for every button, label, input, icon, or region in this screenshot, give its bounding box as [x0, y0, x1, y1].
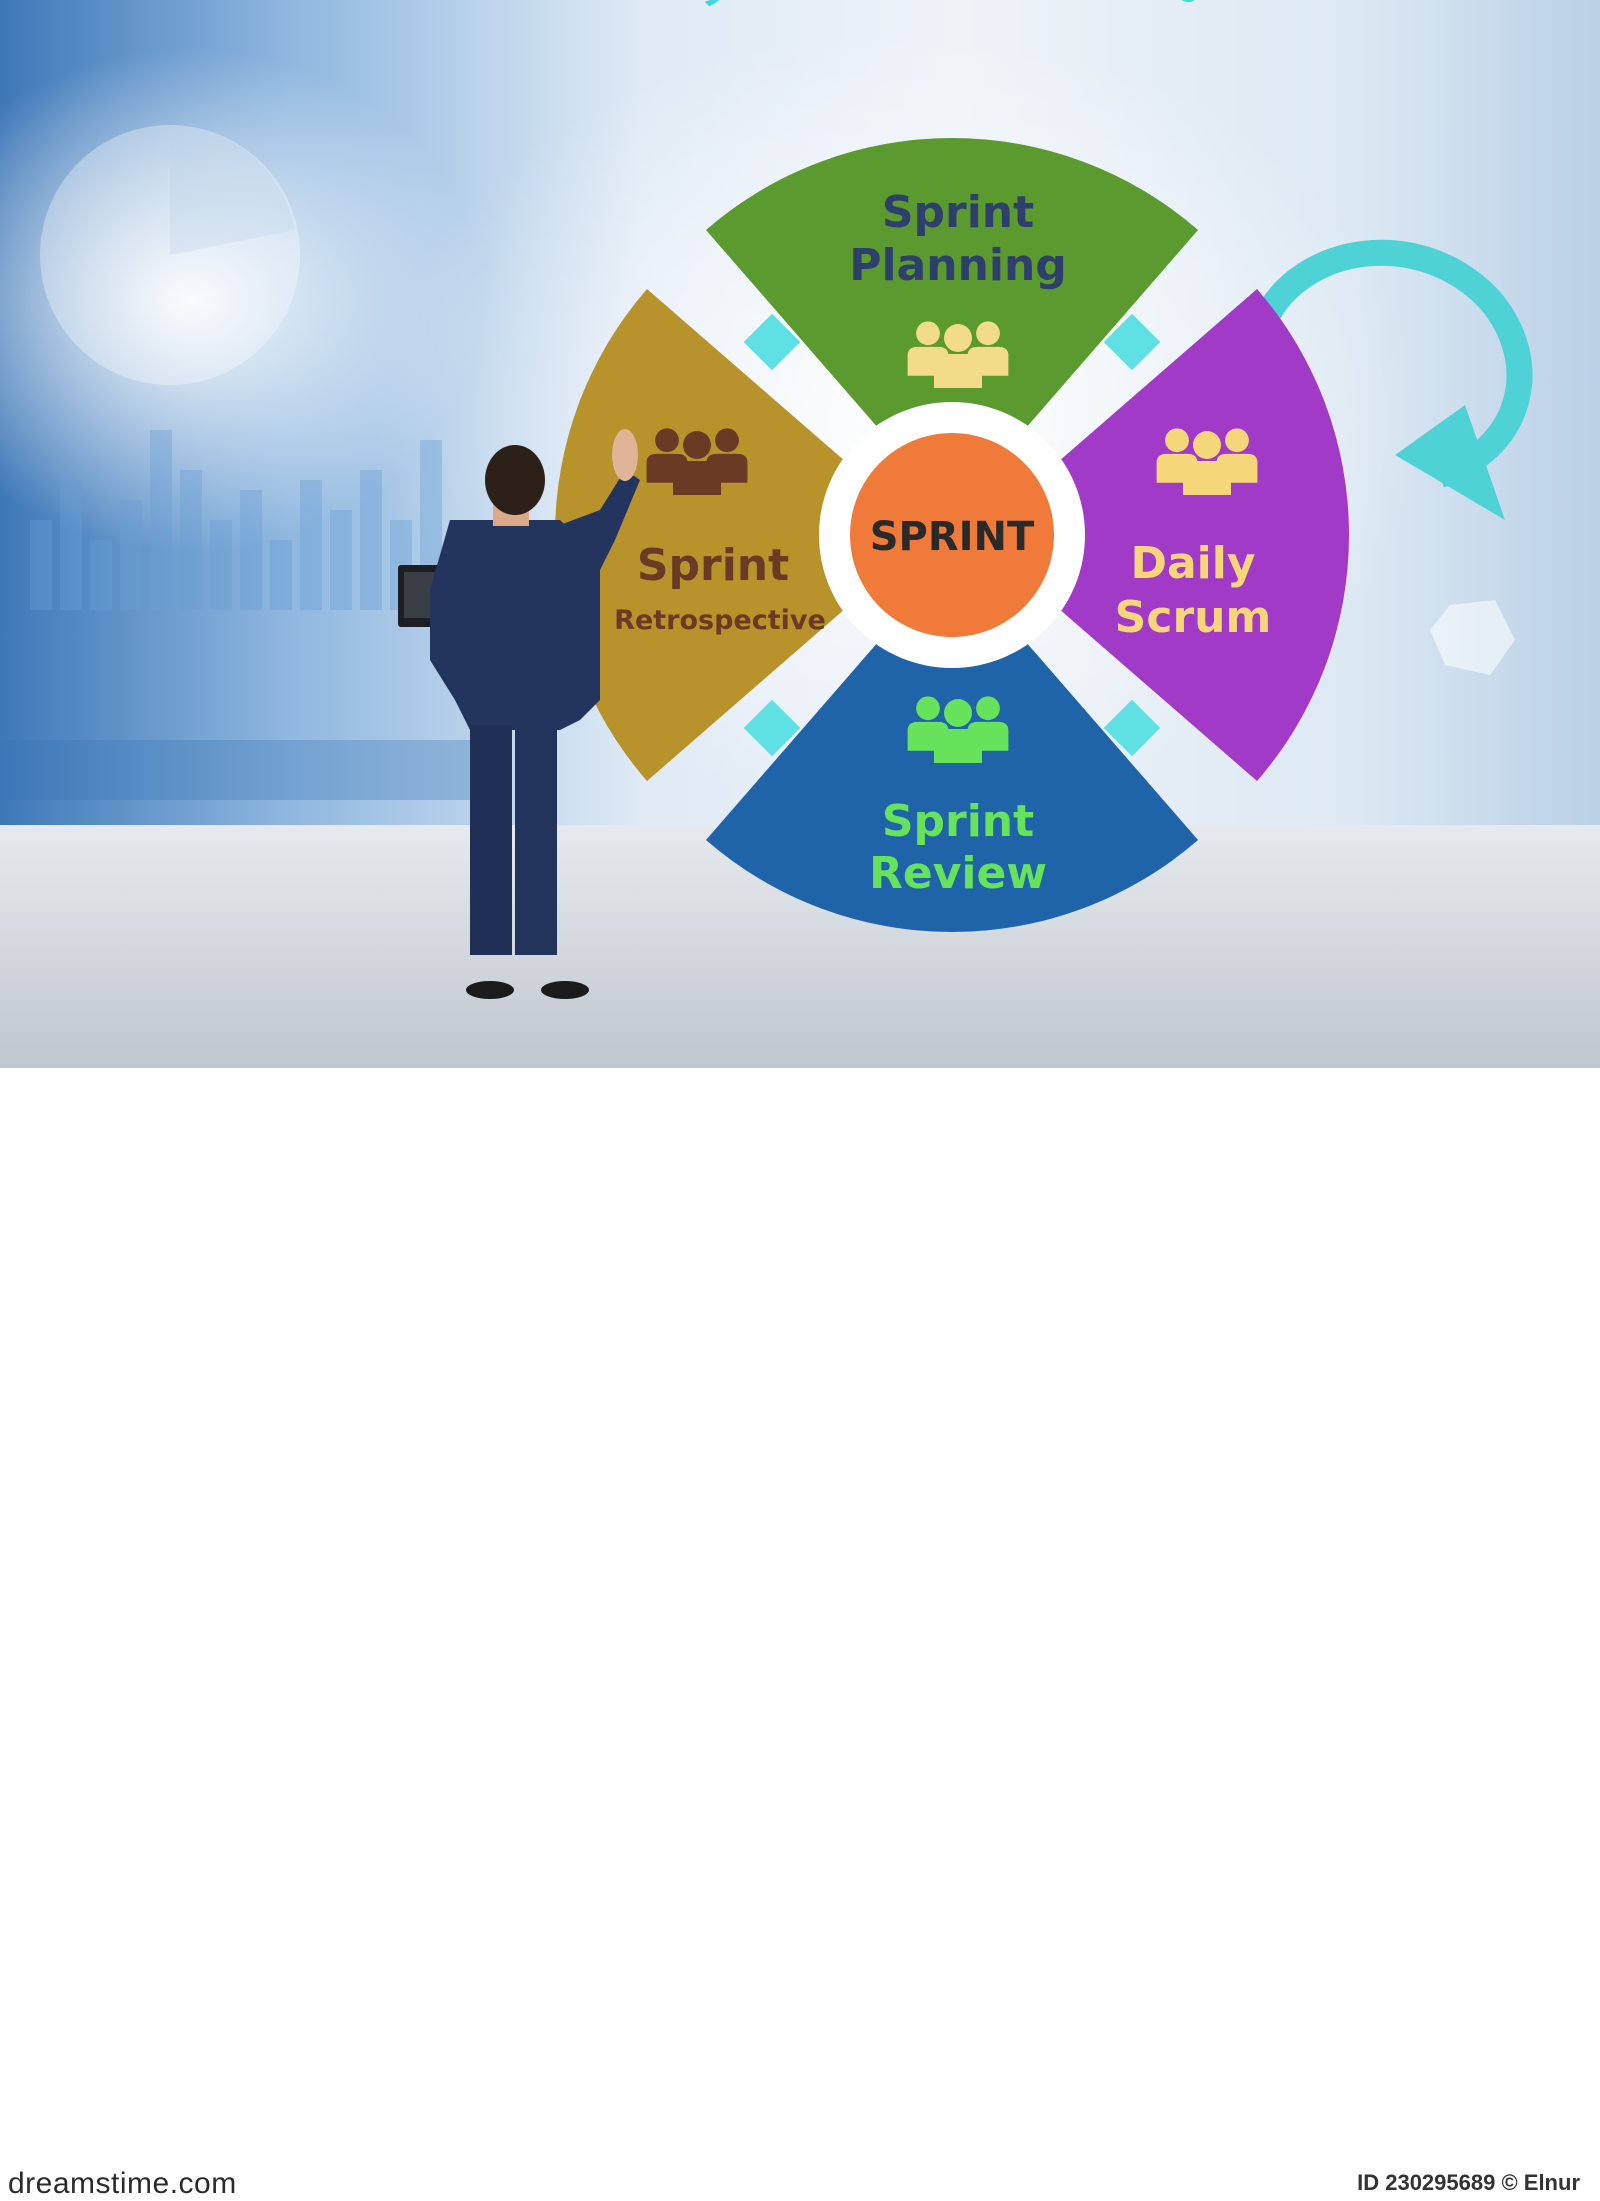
cycle-arrow: [1253, 239, 1533, 488]
background-decor: [0, 125, 1515, 800]
segment-top-label-2: Planning: [849, 240, 1067, 291]
center-label: SPRINT: [870, 514, 1035, 560]
segment-bottom-label-1: Sprint: [882, 796, 1034, 847]
segment-right: [974, 288, 1350, 782]
team-icon-right: [1156, 428, 1258, 495]
segment-bottom-label-2: Review: [869, 848, 1047, 899]
segment-left-label-2: Retrospective: [614, 605, 826, 636]
scrum-diagram: SCRUM PROCESS SPRINT Sprint Planning Dai…: [0, 0, 1533, 999]
segment-top-label-1: Sprint: [882, 187, 1034, 238]
segment-right-label-2: Scrum: [1115, 592, 1272, 643]
team-icon-top: [907, 321, 1009, 388]
segment-right-label-1: Daily: [1130, 538, 1255, 589]
businessman-figure: [398, 429, 640, 999]
segment-left-label-1: Sprint: [637, 540, 789, 591]
team-icon-left: [646, 428, 748, 495]
segment-left: [554, 288, 930, 782]
footer-bar: dreamstime.com ID 230295689 © Elnur: [0, 1068, 1600, 2200]
background-scene: SCRUM PROCESS SPRINT Sprint Planning Dai…: [0, 0, 1600, 1068]
team-icon-bottom: [907, 696, 1009, 763]
center-circle: [850, 433, 1054, 637]
footer-brand: dreamstime.com: [8, 2167, 237, 2200]
footer-id: ID 230295689 © Elnur: [1357, 2170, 1580, 2195]
cycle-arrow-head: [1395, 405, 1505, 520]
diagram-title: SCRUM PROCESS: [669, 0, 1230, 21]
